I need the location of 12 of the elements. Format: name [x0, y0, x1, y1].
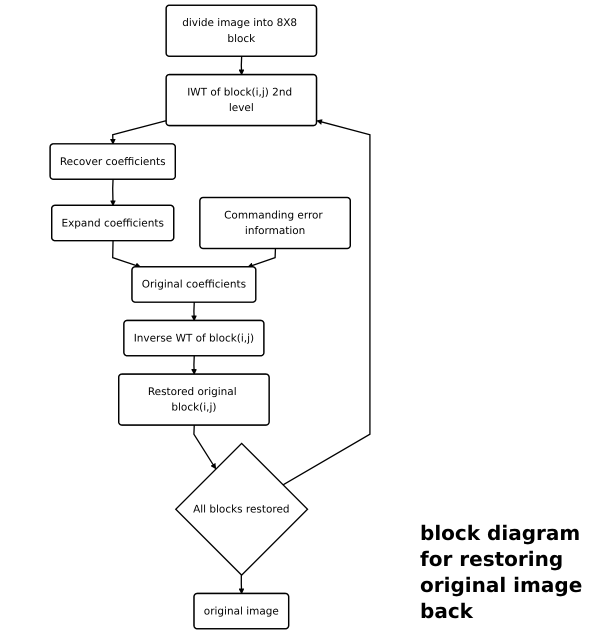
- arrow: [238, 575, 244, 594]
- arrow: [110, 120, 167, 144]
- arrow: [282, 119, 371, 486]
- arrow: [247, 248, 276, 268]
- arrow: [238, 56, 244, 76]
- caption: block diagram for restoring original image back: [420, 520, 584, 624]
- arrow: [110, 179, 116, 206]
- node-diamond: All blocks restored: [174, 442, 308, 576]
- arrow: [193, 425, 216, 470]
- arrow: [112, 240, 142, 268]
- arrow: [191, 302, 197, 322]
- arrow: [191, 356, 197, 375]
